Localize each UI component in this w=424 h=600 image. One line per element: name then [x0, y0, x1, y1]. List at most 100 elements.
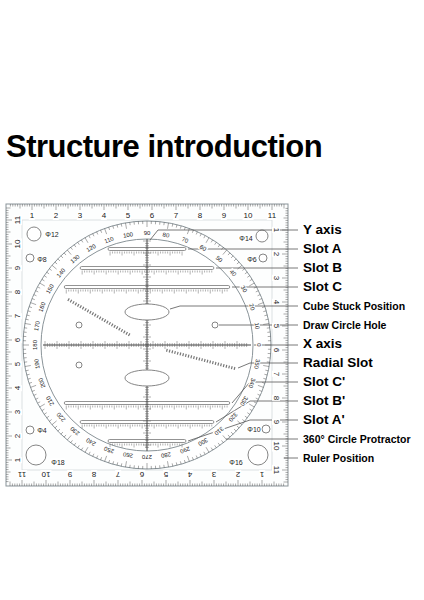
- hole-size: Φ18: [50, 459, 65, 466]
- protractor-tick: [71, 247, 73, 249]
- scale-tick: [134, 484, 135, 487]
- scale-tick: [6, 328, 11, 329]
- protractor-tick: [134, 465, 135, 468]
- scale-tick: [276, 204, 277, 207]
- scale-tick: [6, 325, 9, 326]
- scale-tick: [6, 368, 9, 369]
- scale-tick: [6, 239, 9, 240]
- scale-tick: [6, 445, 9, 446]
- scale-tick: [286, 369, 289, 370]
- scale-tick: [32, 204, 33, 210]
- slot-tick: [155, 290, 156, 292]
- scale-tick: [6, 409, 9, 410]
- slot-tick: [103, 425, 104, 427]
- scale-tick: [122, 484, 123, 487]
- slot-tick: [118, 271, 119, 275]
- slot-tick: [173, 271, 174, 273]
- scale-tick: [252, 484, 253, 487]
- slot-tick: [163, 271, 164, 273]
- scale-tick: [6, 306, 9, 307]
- scale-number: 6: [149, 212, 155, 220]
- scale-tick: [6, 416, 9, 417]
- scale-number: 8: [14, 289, 22, 295]
- scale-tick: [41, 204, 42, 207]
- slot-tick: [115, 425, 116, 427]
- scale-tick: [286, 378, 289, 379]
- protractor-tick: [32, 299, 35, 300]
- scale-tick: [152, 204, 153, 210]
- protractor-tick: [74, 443, 76, 445]
- slot-tick: [153, 444, 154, 446]
- slot-tick: [188, 290, 189, 292]
- hole-size: Φ4: [36, 427, 47, 434]
- scale-tick: [286, 275, 289, 276]
- slot-tick: [117, 252, 118, 254]
- protractor-tick: [237, 265, 242, 269]
- slot-tick: [192, 425, 193, 427]
- slot-tick: [78, 290, 79, 294]
- scale-tick: [6, 265, 9, 266]
- slot-tick: [194, 271, 195, 273]
- protractor-tick: [180, 226, 182, 229]
- scale-tick: [17, 484, 18, 487]
- scale-tick: [108, 204, 109, 207]
- scale-tick: [286, 208, 289, 209]
- scale-tick: [6, 215, 9, 216]
- scale-tick: [6, 438, 9, 439]
- slot-tick: [179, 444, 180, 446]
- scale-number: 4: [101, 212, 107, 220]
- scale-tick: [223, 484, 224, 487]
- protractor-tick: [134, 222, 135, 225]
- slot-tick: [136, 252, 137, 254]
- scale-number: 10: [243, 212, 254, 220]
- scale-tick: [6, 472, 11, 473]
- slot-tick: [87, 406, 88, 408]
- scale-tick: [240, 204, 241, 207]
- slot-tick: [193, 406, 194, 408]
- slot-tick: [95, 290, 96, 292]
- protractor-tick: [142, 466, 143, 469]
- slot-tick: [91, 271, 92, 273]
- scale-tick: [6, 323, 9, 324]
- scale-tick: [19, 484, 20, 487]
- slot-tick: [108, 425, 109, 427]
- slot-tick: [142, 425, 143, 429]
- protractor-tick: [155, 466, 156, 469]
- scale-tick: [6, 349, 9, 350]
- scale-tick: [286, 321, 289, 322]
- slot-tick: [128, 290, 129, 292]
- protractor-tick: [85, 447, 88, 452]
- slot-tick: [179, 290, 180, 292]
- scale-tick: [286, 263, 289, 264]
- scale-tick: [194, 484, 195, 487]
- slot-tick: [173, 425, 174, 427]
- scale-tick: [158, 484, 159, 487]
- scale-tick: [286, 285, 289, 286]
- protractor-tick: [89, 452, 90, 455]
- scale-tick: [238, 480, 239, 486]
- protractor-tick: [30, 385, 36, 387]
- protractor-tick: [163, 222, 164, 225]
- slot-tick: [157, 290, 158, 292]
- scale-tick: [46, 480, 47, 486]
- slot-tick: [182, 425, 183, 427]
- scale-tick: [77, 204, 78, 207]
- protractor-tick: [47, 416, 49, 418]
- scale-number: 10: [14, 239, 22, 250]
- protractor-tick: [258, 303, 264, 305]
- scale-tick: [135, 204, 136, 207]
- scale-tick: [6, 335, 9, 336]
- slot-tick: [99, 406, 100, 408]
- scale-tick: [286, 323, 289, 324]
- slot-tick: [73, 290, 74, 292]
- slot-tick: [177, 252, 178, 254]
- protractor-tick: [200, 234, 201, 237]
- slot-tick: [200, 290, 201, 292]
- slot-tick: [92, 290, 93, 292]
- protractor-tick: [97, 232, 98, 235]
- scale-tick: [171, 204, 172, 207]
- protractor-tick: [249, 283, 254, 286]
- scale-tick: [99, 204, 100, 207]
- scale-tick: [228, 204, 229, 207]
- slot-tick: [207, 406, 208, 408]
